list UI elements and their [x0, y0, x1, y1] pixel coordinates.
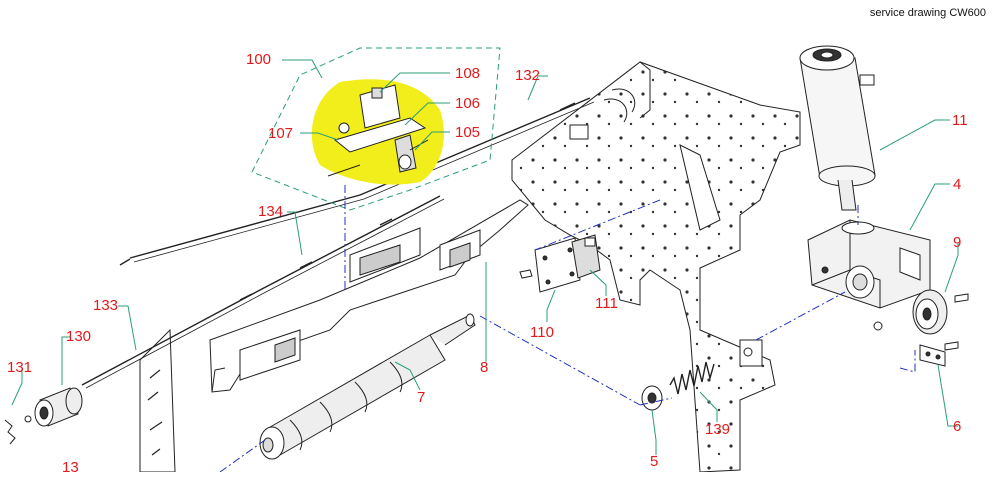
drawing-title: service drawing CW600	[869, 7, 986, 19]
callout-108: 108	[455, 65, 480, 82]
switch-bracket-110	[519, 234, 601, 293]
callout-105: 105	[455, 124, 480, 141]
spring-139	[669, 361, 715, 395]
paper-guide-8	[209, 199, 529, 393]
callout-13: 13	[62, 459, 79, 472]
callout-132: 132	[515, 67, 540, 84]
callout-106: 106	[455, 95, 480, 112]
assembly-outline-100	[251, 47, 501, 211]
leader-lines	[11, 59, 959, 455]
callout-139: 139	[705, 421, 730, 438]
callout-130: 130	[66, 328, 91, 345]
callout-4: 4	[953, 176, 961, 193]
callout-5: 5	[650, 453, 658, 470]
callout-107: 107	[268, 125, 293, 142]
gearbox-4	[807, 219, 931, 309]
callout-7: 7	[417, 389, 425, 406]
callout-100: 100	[246, 51, 271, 68]
clip-6	[919, 344, 946, 367]
main-chassis-plate	[511, 61, 801, 473]
callout-9: 9	[953, 234, 961, 251]
motor-11	[799, 45, 876, 211]
callout-134: 134	[258, 203, 283, 220]
callout-6: 6	[953, 418, 961, 435]
sensor-assembly-100	[311, 79, 444, 185]
callout-111: 111	[595, 295, 618, 312]
roller-130	[4, 387, 83, 445]
callout-110: 110	[530, 324, 554, 341]
gear-wheel-9	[873, 289, 969, 351]
washer-5	[641, 385, 663, 411]
callout-133: 133	[93, 297, 118, 314]
callout-labels: 100 108 106 107 105 132 134 133 130 131 …	[7, 51, 968, 476]
callout-131: 131	[7, 359, 32, 376]
assembly-axis-lines	[219, 185, 916, 473]
long-shafts	[81, 97, 595, 389]
callout-8: 8	[480, 359, 488, 376]
callout-11: 11	[952, 112, 968, 129]
